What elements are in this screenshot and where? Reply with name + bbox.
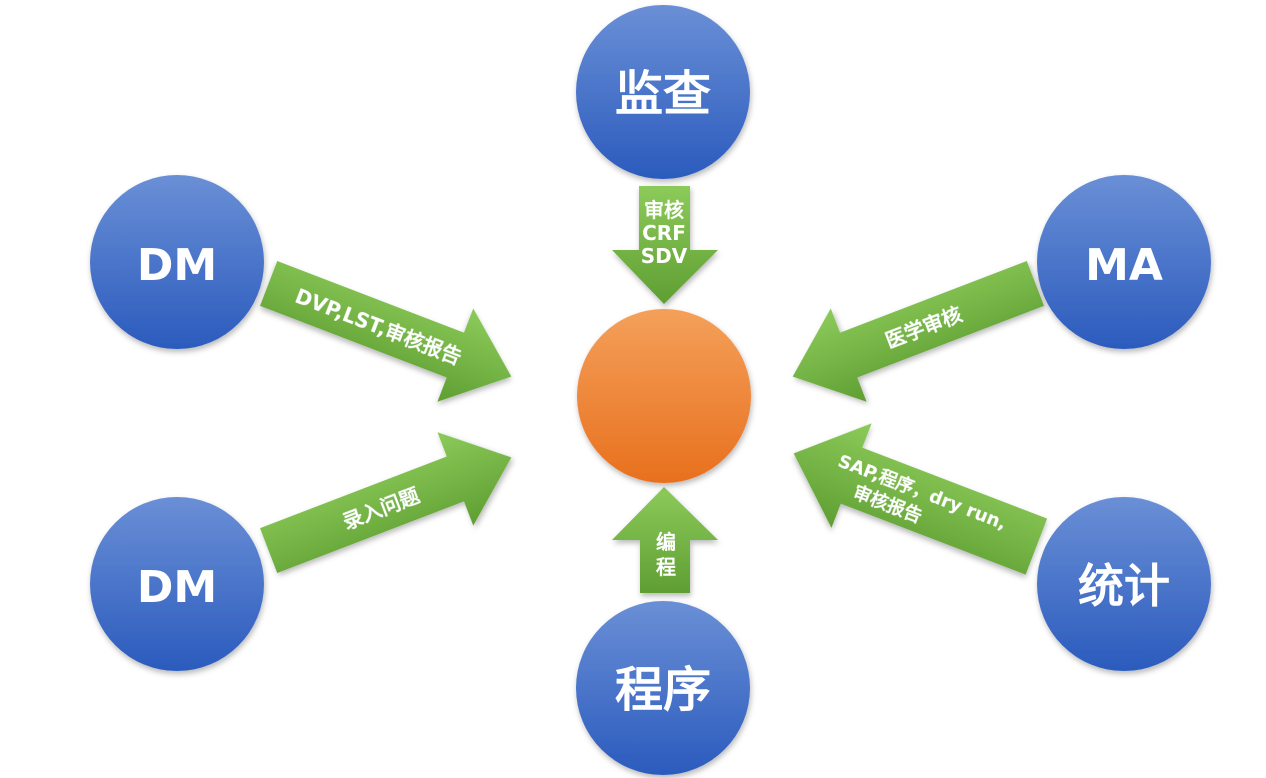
node-right-bottom-label: 统计 — [1078, 559, 1170, 613]
node-bottom-label: 程序 — [615, 662, 711, 718]
node-right-top-label: MA — [1085, 240, 1163, 291]
arrow-bottom-label-1: 编 — [656, 530, 676, 554]
arrow-left-top: DVP,LST,审核报告 — [260, 261, 512, 402]
arrow-top-label-2: CRF — [642, 221, 686, 245]
node-bottom-circle — [576, 601, 750, 775]
arrow-top-label-1: 审核 — [644, 198, 684, 222]
arrow-top: 审核 CRF SDV — [612, 186, 718, 304]
node-right-bottom: 统计 — [1037, 497, 1211, 671]
center-node — [577, 309, 751, 483]
arrow-right-bottom: SAP,程序，dry run, 审核报告 — [793, 423, 1048, 575]
node-left-bottom-circle — [90, 497, 264, 671]
arrow-top-label-3: SDV — [641, 244, 688, 268]
node-left-bottom-label: DM — [137, 562, 217, 613]
node-right-top-circle — [1037, 175, 1211, 349]
node-top-circle — [576, 5, 750, 179]
node-top: 监查 — [576, 5, 750, 179]
node-right-bottom-circle — [1037, 497, 1211, 671]
node-left-top: DM — [90, 175, 264, 349]
node-left-top-circle — [90, 175, 264, 349]
arrow-right-top: 医学审核 — [792, 261, 1044, 402]
node-top-label: 监查 — [615, 66, 711, 122]
node-right-top: MA — [1037, 175, 1211, 349]
arrow-left-bottom: 录入问题 — [260, 432, 512, 573]
node-left-bottom: DM — [90, 497, 264, 671]
node-bottom: 程序 — [576, 601, 750, 775]
node-left-top-label: DM — [137, 240, 217, 291]
arrow-bottom-label-2: 程 — [656, 555, 676, 579]
arrow-bottom: 编 程 — [612, 487, 718, 593]
